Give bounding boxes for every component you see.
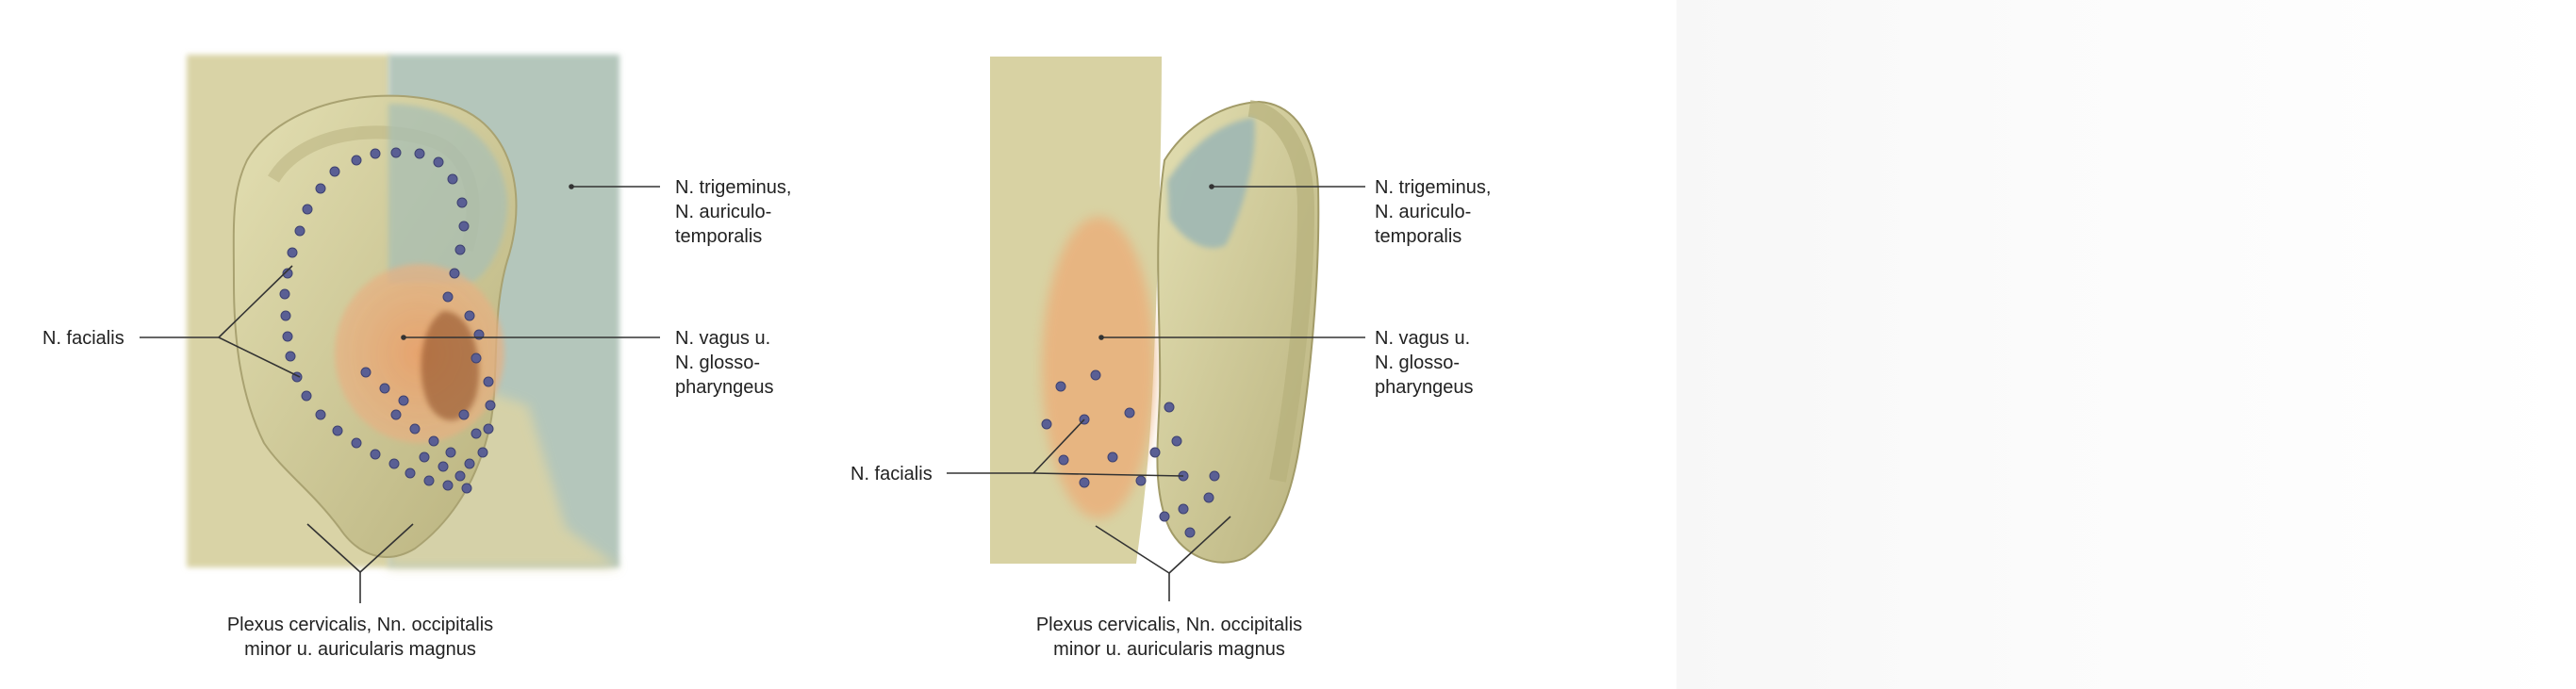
label-vagus-right-line1: N. vagus u. [1375, 328, 1471, 349]
label-plexus-right: Plexus cervicalis, Nn. occipitalis minor… [998, 613, 1341, 662]
label-vagus-right: N. vagus u. N. glosso- pharyngeus [1375, 326, 1474, 400]
label-facialis-right: N. facialis [850, 464, 933, 484]
vagus-zone-right [1042, 217, 1155, 518]
label-trigeminus-left-line1: N. trigeminus, [675, 177, 792, 198]
left-ear-figure [140, 55, 660, 603]
label-trigeminus-right-line3: temporalis [1375, 226, 1462, 247]
label-vagus-left-line1: N. vagus u. [675, 328, 771, 349]
ear-canal [421, 311, 480, 421]
label-trigeminus-left: N. trigeminus, N. auriculo- temporalis [675, 175, 791, 249]
blank-right-panel [1676, 0, 2576, 689]
label-trigeminus-right-line2: N. auriculo- [1375, 202, 1472, 222]
label-vagus-right-line3: pharyngeus [1375, 377, 1474, 398]
label-vagus-left: N. vagus u. N. glosso- pharyngeus [675, 326, 774, 400]
label-plexus-left: Plexus cervicalis, Nn. occipitalis minor… [189, 613, 532, 662]
leader-lines-left [140, 184, 660, 603]
facial-dots-right [1041, 369, 1220, 538]
label-trigeminus-right: N. trigeminus, N. auriculo- temporalis [1375, 175, 1491, 249]
leader-lines-right [947, 184, 1365, 601]
label-trigeminus-left-line3: temporalis [675, 226, 763, 247]
vagus-zone-left [335, 264, 504, 443]
label-trigeminus-left-line2: N. auriculo- [675, 202, 772, 222]
facial-dots-left [279, 147, 496, 494]
label-plexus-left-line2: minor u. auricularis magnus [244, 639, 476, 660]
label-plexus-right-line2: minor u. auricularis magnus [1053, 639, 1285, 660]
right-ear-figure [947, 57, 1365, 601]
label-facialis-left: N. facialis [42, 328, 124, 349]
label-vagus-left-line2: N. glosso- [675, 353, 761, 373]
label-plexus-right-line1: Plexus cervicalis, Nn. occipitalis [1035, 615, 1303, 635]
label-vagus-left-line3: pharyngeus [675, 377, 774, 398]
label-trigeminus-right-line1: N. trigeminus, [1375, 177, 1492, 198]
label-vagus-right-line2: N. glosso- [1375, 353, 1461, 373]
label-plexus-left-line1: Plexus cervicalis, Nn. occipitalis [226, 615, 494, 635]
trigeminal-zone-right [1167, 118, 1255, 249]
